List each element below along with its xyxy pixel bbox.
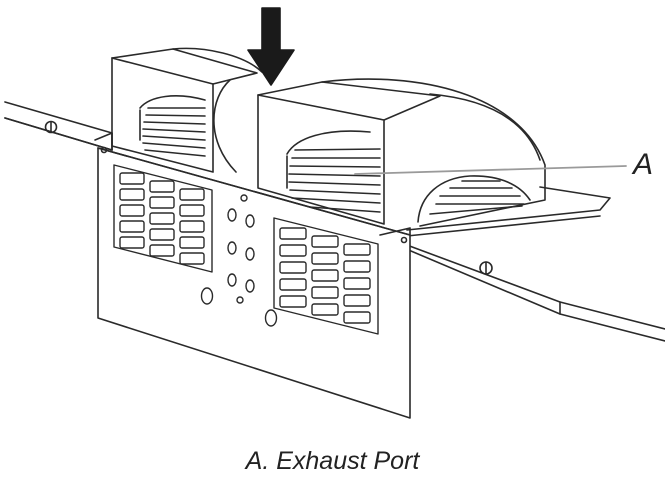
left-vent-grille: [113, 164, 213, 273]
mounting-rail: [4, 101, 665, 342]
left-blower-housing: [111, 47, 263, 173]
panel-holes: [200, 194, 278, 327]
right-blower-fins: [288, 148, 381, 213]
left-blower-fins: [142, 107, 206, 157]
figure-caption: A. Exhaust Port: [245, 447, 420, 475]
down-arrow-icon: [247, 7, 295, 86]
callout-label-a: A: [633, 148, 654, 181]
right-blower-housing: [257, 78, 546, 227]
callout-leader-line: [354, 165, 627, 175]
screw-icon: [44, 120, 493, 275]
exhaust-port: [417, 175, 531, 223]
right-vent-grille: [273, 217, 379, 335]
